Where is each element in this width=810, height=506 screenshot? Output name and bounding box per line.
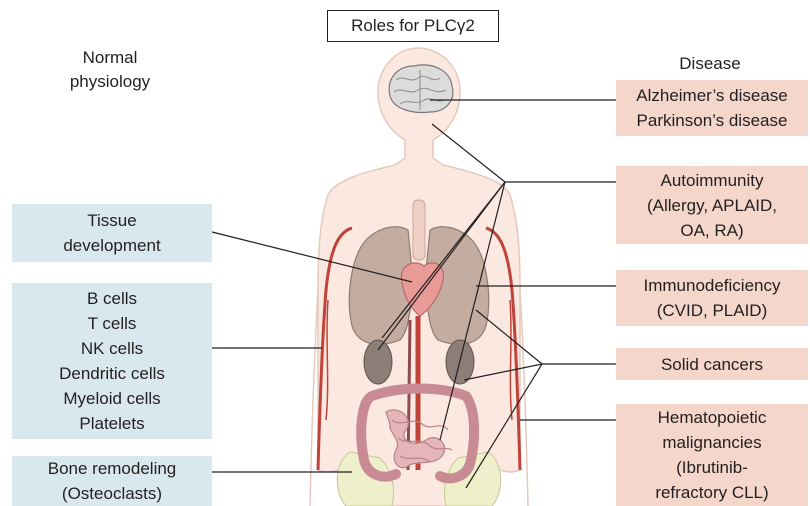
box-line: NK cells: [59, 336, 165, 361]
box-line: malignancies: [655, 430, 768, 455]
box-line: OA, RA): [647, 218, 777, 243]
box-line: Autoimmunity: [647, 168, 777, 193]
box-line: refractory CLL): [655, 480, 768, 505]
autoimmunity-box: Autoimmunity (Allergy, APLAID, OA, RA): [616, 166, 808, 244]
trachea: [413, 200, 425, 260]
box-line: Myeloid cells: [59, 386, 165, 411]
box-line: development: [63, 233, 160, 258]
box-line: (Allergy, APLAID,: [647, 193, 777, 218]
hematopoietic-malignancies-box: Hematopoietic malignancies (Ibrutinib- r…: [616, 404, 808, 506]
box-line: B cells: [59, 286, 165, 311]
box-line: Platelets: [59, 411, 165, 436]
box-line: T cells: [59, 311, 165, 336]
neurodegenerative-box: Alzheimer’s disease Parkinson’s disease: [616, 80, 808, 136]
box-line: Bone remodeling: [48, 456, 177, 481]
box-line: (CVID, PLAID): [643, 298, 780, 323]
box-line: Alzheimer’s disease: [636, 83, 788, 108]
immune-cells-box: B cells T cells NK cells Dendritic cells…: [12, 283, 212, 439]
box-line: (Osteoclasts): [48, 481, 177, 506]
left-arm-outline: [310, 290, 318, 506]
box-line: Hematopoietic: [655, 405, 768, 430]
box-line: (Ibrutinib-: [655, 455, 768, 480]
box-line: Immunodeficiency: [643, 273, 780, 298]
solid-cancers-box: Solid cancers: [616, 348, 808, 380]
box-line: Dendritic cells: [59, 361, 165, 386]
box-line: Tissue: [63, 208, 160, 233]
box-line: Parkinson’s disease: [636, 108, 788, 133]
tissue-development-box: Tissue development: [12, 204, 212, 262]
left-kidney: [364, 340, 392, 384]
bone-remodeling-box: Bone remodeling (Osteoclasts): [12, 456, 212, 506]
immunodeficiency-box: Immunodeficiency (CVID, PLAID): [616, 270, 808, 326]
box-line: Solid cancers: [661, 352, 763, 377]
